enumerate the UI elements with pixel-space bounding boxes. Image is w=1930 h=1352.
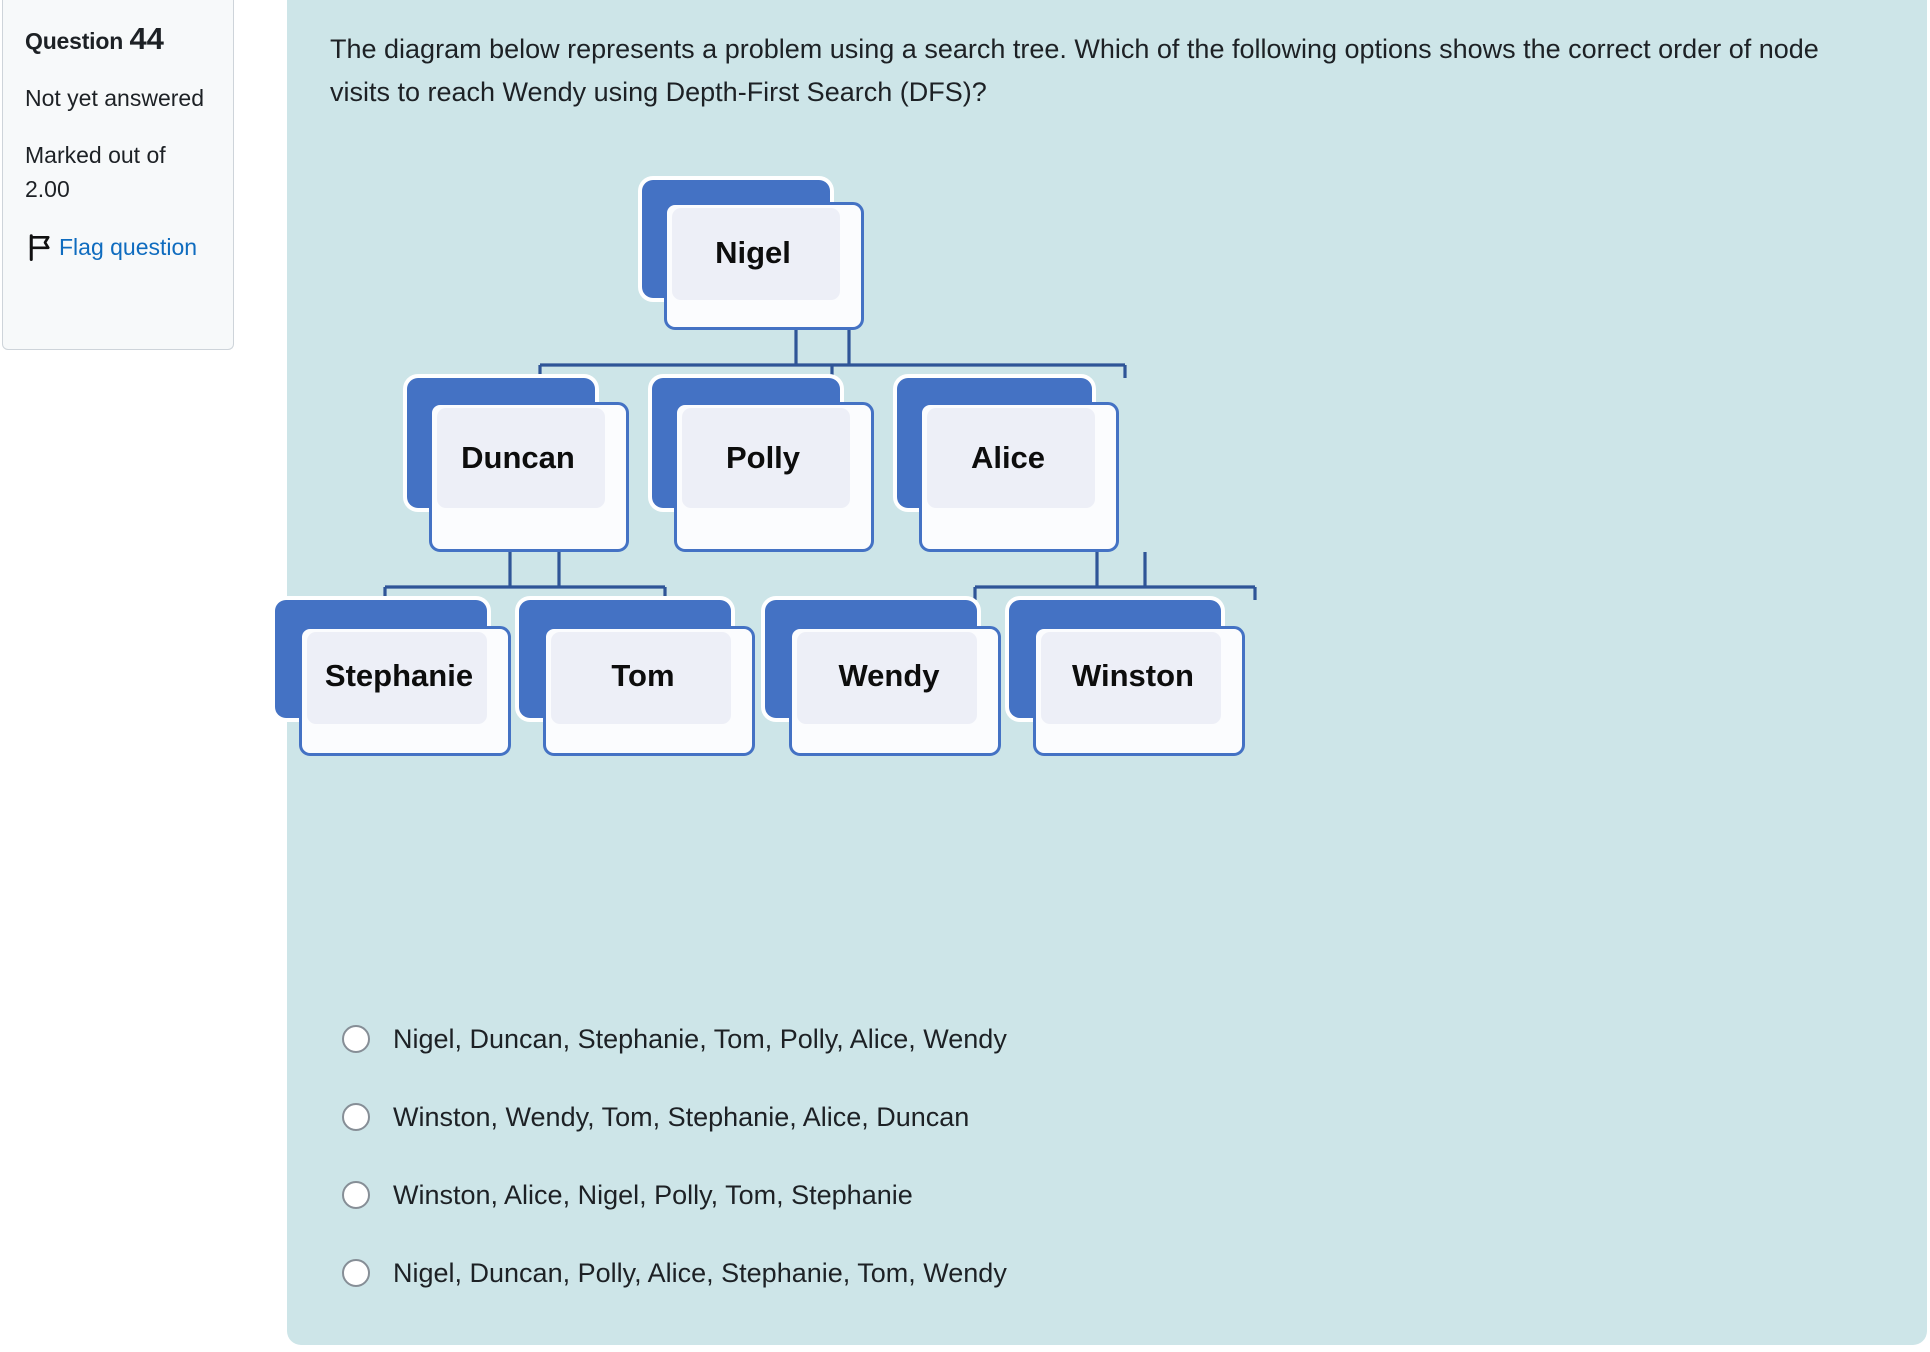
tree-node-wendy: Wendy	[765, 600, 1013, 760]
tree-node-stephanie: Stephanie	[275, 600, 523, 760]
answer-options-group: Nigel, Duncan, Stephanie, Tom, Polly, Al…	[342, 1000, 1842, 1312]
tree-node-polly: Polly	[652, 378, 874, 552]
marks-out-of: Marked out of 2.00	[25, 142, 166, 202]
answer-option-2[interactable]: Winston, Wendy, Tom, Stephanie, Alice, D…	[342, 1078, 1842, 1156]
node-inner-panel	[551, 632, 731, 724]
radio-button-2[interactable]	[342, 1103, 370, 1131]
tree-node-label: Nigel	[715, 235, 791, 270]
node-inner-panel	[682, 408, 850, 508]
search-tree-diagram: Nigel Duncan Polly Alice Ste	[275, 160, 1927, 760]
flag-icon	[25, 232, 55, 262]
node-inner-panel	[437, 408, 605, 508]
tree-connectors	[383, 330, 1257, 600]
tree-node-label: Wendy	[838, 658, 940, 693]
tree-node-label: Tom	[611, 658, 675, 693]
tree-node-alice: Alice	[897, 378, 1119, 552]
question-number: 44	[129, 21, 164, 56]
tree-node-label: Alice	[970, 440, 1046, 475]
question-info-box: Question 44 Not yet answered Marked out …	[2, 0, 234, 350]
answer-status: Not yet answered	[25, 85, 204, 112]
node-inner-panel	[927, 408, 1095, 508]
tree-node-tom: Tom	[519, 600, 767, 760]
answer-option-label: Winston, Wendy, Tom, Stephanie, Alice, D…	[393, 1101, 970, 1132]
node-inner-panel	[797, 632, 977, 724]
answer-option-label: Winston, Alice, Nigel, Polly, Tom, Steph…	[393, 1179, 913, 1210]
question-word: Question	[25, 28, 124, 54]
radio-button-3[interactable]	[342, 1181, 370, 1209]
tree-node-nigel: Nigel	[642, 180, 864, 330]
tree-node-winston: Winston	[1009, 600, 1257, 760]
question-panel: The diagram below represents a problem u…	[275, 0, 1927, 1345]
tree-node-label: Duncan	[461, 440, 575, 475]
tree-node-label: Polly	[725, 440, 801, 475]
answer-option-3[interactable]: Winston, Alice, Nigel, Polly, Tom, Steph…	[342, 1156, 1842, 1234]
node-inner-panel	[307, 632, 487, 724]
answer-option-4[interactable]: Nigel, Duncan, Polly, Alice, Stephanie, …	[342, 1234, 1842, 1312]
question-stem: The diagram below represents a problem u…	[330, 34, 1819, 107]
tree-node-label: Winston	[1072, 658, 1194, 693]
radio-button-4[interactable]	[342, 1259, 370, 1287]
answer-option-1[interactable]: Nigel, Duncan, Stephanie, Tom, Polly, Al…	[342, 1000, 1842, 1078]
answer-option-label: Nigel, Duncan, Stephanie, Tom, Polly, Al…	[393, 1023, 1007, 1054]
flag-question-button[interactable]: Flag question	[25, 232, 213, 262]
node-inner-panel	[1041, 632, 1221, 724]
node-inner-panel	[672, 208, 840, 300]
answer-option-label: Nigel, Duncan, Polly, Alice, Stephanie, …	[393, 1257, 1007, 1288]
page-title: Question 44	[25, 21, 213, 56]
radio-button-1[interactable]	[342, 1025, 370, 1053]
tree-node-duncan: Duncan	[407, 378, 629, 552]
tree-node-label: Stephanie	[324, 658, 474, 693]
flag-question-label: Flag question	[59, 233, 198, 260]
